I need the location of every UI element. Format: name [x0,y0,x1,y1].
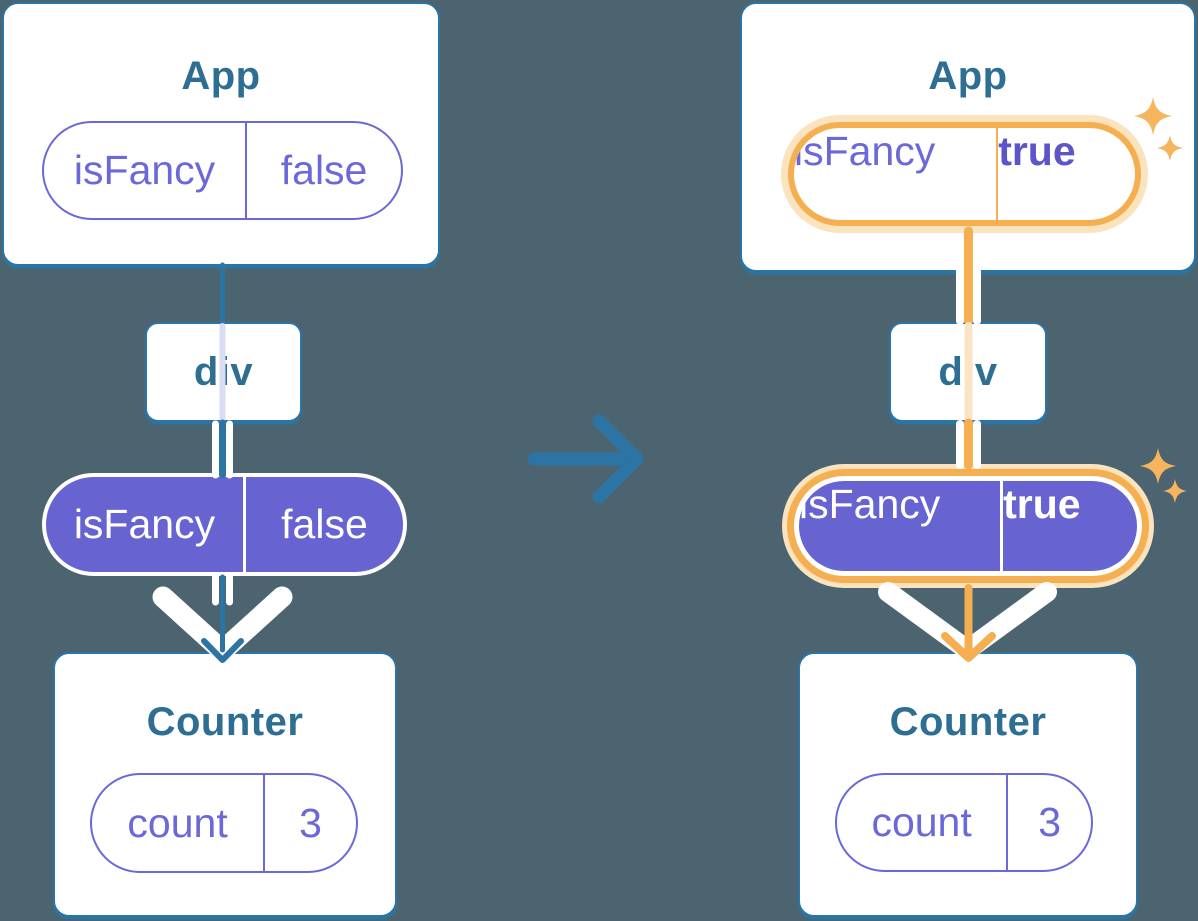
prop-highlight-halo: isFancy true [782,464,1154,588]
state-name: count [837,775,1009,870]
counter-title: Counter [889,700,1047,744]
counter-title: Counter [146,700,304,744]
passed-prop-pill: isFancy false [42,473,407,576]
state-value: 3 [1038,799,1061,845]
state-pill: count 3 [835,773,1093,872]
prop-name: isFancy [46,477,246,572]
after-edges [878,226,1057,662]
prop-name: isFancy [794,128,999,220]
state-pill: count 3 [90,773,358,873]
prop-highlight-halo: isFancy true [781,115,1148,233]
sparkle-icon [1140,448,1176,484]
transition-arrow-icon [527,414,644,504]
prop-name: isFancy [44,123,248,218]
passed-prop-pill: isFancy true [799,481,1137,571]
prop-name: isFancy [799,481,1004,571]
div-box: div [889,322,1047,422]
prop-value: true [998,128,1076,174]
prop-value: true [1003,481,1081,527]
render-arrow-icon [152,586,293,662]
state-value: 3 [299,799,322,846]
app-title: App [928,54,1008,98]
sparkle-icon [1163,479,1187,503]
prop-pill: isFancy true [788,122,1141,226]
prop-value: false [280,147,368,193]
app-title: App [181,54,261,98]
prop-highlight-ring: isFancy true [787,469,1149,583]
render-arrow-icon [878,582,1057,660]
prop-pill: isFancy false [42,121,403,220]
div-box: div [145,322,302,422]
div-label: div [938,349,998,394]
state-name: count [92,775,266,871]
div-label: div [193,349,254,394]
prop-value: false [281,501,368,547]
prop-pill-outline: isFancy true [794,476,1142,576]
